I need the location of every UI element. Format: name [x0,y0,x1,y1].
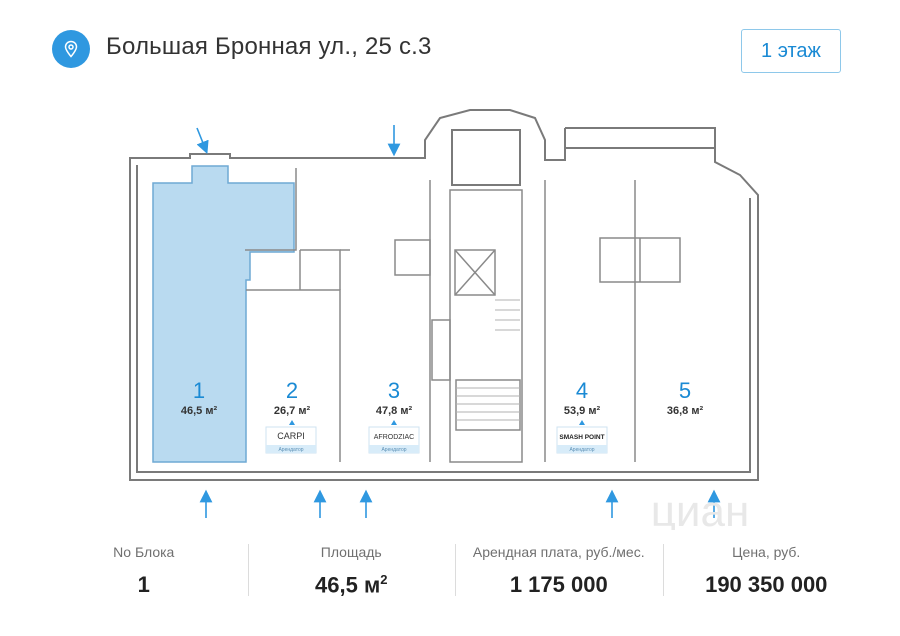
area-unit-sup: 2 [380,572,388,587]
block-label-5[interactable]: 5 36,8 м² [667,378,704,417]
block-label-4[interactable]: 4 53,9 м² SMASH POINT Арендатор [556,378,608,454]
tenant-tag-4: Арендатор [569,447,594,453]
tenant-tag-3: Арендатор [381,447,406,453]
stat-label: Цена, руб. [732,544,801,560]
stairs [456,299,520,421]
stat-value: 1 175 000 [509,572,608,597]
tenant-logo-carpi: CARPI [277,431,305,441]
tenant-logo-smash-point: SMASH POINT [559,434,604,441]
stat-value: 190 350 000 [705,572,828,597]
block-2-number: 2 [286,378,298,403]
block-5-number: 5 [679,378,691,403]
stat-price: Цена, руб. 190 350 000 [662,534,871,602]
stat-value: 46,5 м2 [248,572,456,598]
address-title: Большая Бронная ул., 25 с.3 [106,33,432,60]
tenant-tag-2: Арендатор [278,447,303,453]
watermark: циан [651,487,750,530]
block-4-number: 4 [576,378,588,403]
block-label-1[interactable]: 1 46,5 м² [181,378,218,417]
stats-bar: No Блока 1 Площадь 46,5 м2 Арендная плат… [40,534,870,602]
stat-value: 1 [137,572,150,597]
floor-plan: 1 46,5 м² 2 26,7 м² CARPI Арендатор 3 47… [129,109,759,530]
block-3-number: 3 [388,378,400,403]
block-3-area-label: 47,8 м² [376,405,413,417]
stat-rent: Арендная плата, руб./мес. 1 175 000 [455,534,663,602]
stat-label: No Блока [113,544,175,560]
block-1-area[interactable] [152,165,295,463]
area-value: 46,5 м [315,572,381,598]
block-label-3[interactable]: 3 47,8 м² AFRODZIAC Арендатор [368,378,420,454]
tenant-logo-afrodziac: AFRODZIAC [374,434,414,441]
entrance-arrows [196,125,721,518]
block-label-2[interactable]: 2 26,7 м² CARPI Арендатор [265,378,317,454]
block-1-number: 1 [193,378,205,403]
stat-label: Арендная плата, руб./мес. [472,544,645,560]
stat-area: Площадь 46,5 м2 [247,534,456,602]
building-outline [129,109,759,481]
location-pin-icon [52,30,90,68]
stat-label: Площадь [320,544,382,560]
block-4-area-label: 53,9 м² [564,405,601,417]
block-1-area-label: 46,5 м² [181,405,218,417]
block-5-area-label: 36,8 м² [667,405,704,417]
block-2-area-label: 26,7 м² [274,405,311,417]
floor-selector-button[interactable]: 1 этаж [741,29,841,73]
stat-block-number: No Блока 1 [40,534,248,602]
